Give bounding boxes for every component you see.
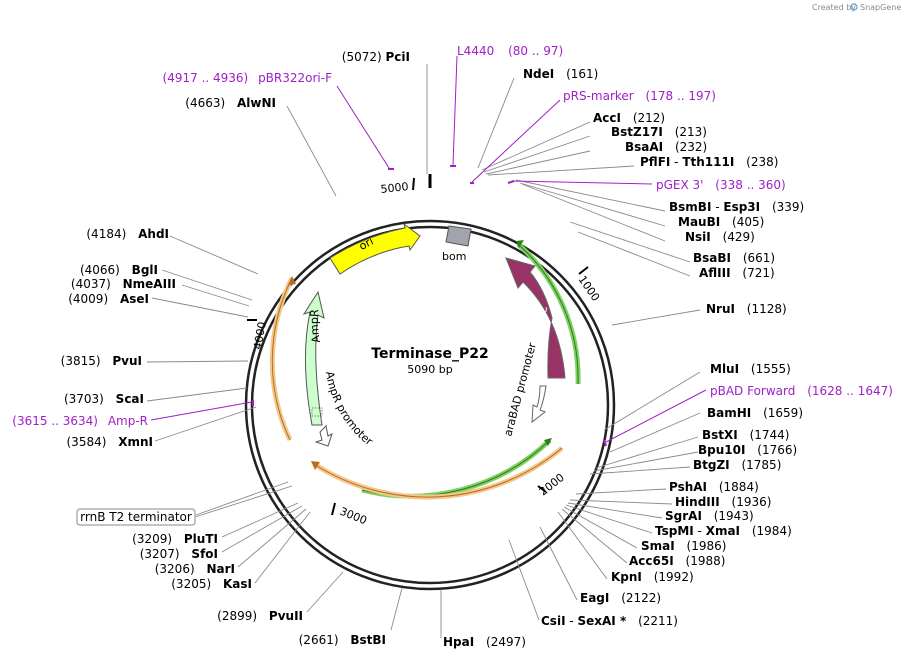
primer-pBR322ori-F[interactable]: (4917 .. 4936) pBR322ori-F (163, 71, 333, 85)
araBAD-promoter-arrow[interactable] (531, 385, 547, 424)
credit-prefix: Created by (812, 3, 856, 12)
site-TspMI-XmaI[interactable]: TspMI - XmaI (1984) (655, 524, 792, 538)
site-BtgZI[interactable]: BtgZI (1785) (693, 458, 781, 472)
primer-Amp-R[interactable]: (3615 .. 3634) Amp-R (12, 414, 148, 428)
bom-label: bom (442, 250, 466, 263)
site-PshAI[interactable]: PshAI (1884) (669, 480, 759, 494)
site-NarI[interactable]: (3206) NarI (155, 562, 235, 576)
site-NruI[interactable]: NruI (1128) (706, 302, 787, 316)
site-NsiI[interactable]: NsiI (429) (685, 230, 755, 244)
site-BamHI[interactable]: BamHI (1659) (707, 406, 803, 420)
rrnB-T2-terminator-label: rrnB T2 terminator (80, 510, 192, 524)
site-PciI[interactable]: (5072) PciI (342, 50, 410, 64)
tick-label-3000: 3000 (338, 505, 369, 528)
orange-arc-bottom-line (313, 447, 563, 498)
rrnB-T2-terminator-callout[interactable]: rrnB T2 terminator (76, 508, 196, 526)
site-AflIII[interactable]: AflIII (721) (699, 266, 775, 280)
primer-pBAD-Forward[interactable]: pBAD Forward (1628 .. 1647) (710, 384, 893, 398)
rrnB-leader (195, 481, 289, 516)
site-NmeAIII[interactable]: (4037) NmeAIII (71, 277, 176, 291)
site-AseI[interactable]: (4009) AseI (68, 292, 149, 306)
site-ScaI[interactable]: (3703) ScaI (64, 392, 144, 406)
site-Acc65I[interactable]: Acc65I (1988) (629, 554, 725, 568)
site-PflFI-Tth111I[interactable]: PflFI - Tth111I (238) (640, 155, 778, 169)
tick-5000 (412, 177, 415, 191)
site-BsaBI[interactable]: BsaBI (661) (693, 251, 775, 265)
primer-leaders (150, 55, 707, 443)
site-PluTI[interactable]: (3209) PluTI (132, 532, 218, 546)
site-EagI[interactable]: EagI (2122) (580, 591, 661, 605)
site-BstXI[interactable]: BstXI (1744) (702, 428, 789, 442)
tick-label-2000: 2000 (537, 471, 567, 498)
site-SfoI[interactable]: (3207) SfoI (140, 547, 218, 561)
AmpR-feature-arrow[interactable] (302, 290, 325, 426)
araC-label: araC (532, 304, 550, 332)
site-SmaI[interactable]: SmaI (1986) (641, 539, 726, 553)
tick-label-4000: 4000 (251, 321, 269, 351)
tick-2000 (537, 485, 547, 493)
site-BstBI[interactable]: (2661) BstBI (299, 633, 386, 647)
site-PvuI[interactable]: (3815) PvuI (61, 354, 142, 368)
ori-label: ori (357, 235, 376, 253)
green-arc-bottom-head (544, 438, 552, 446)
plasmid-length: 5090 bp (407, 363, 452, 376)
site-NdeI[interactable]: NdeI (161) (523, 67, 598, 81)
site-MauBI[interactable]: MauBI (405) (678, 215, 764, 229)
green-arc-right-line (517, 243, 579, 385)
bom-feature[interactable] (445, 225, 472, 247)
snapgene-credit: Created by SnapGene (812, 3, 901, 12)
rrnB-callout-box (76, 508, 196, 526)
site-BstZ17I[interactable]: BstZ17I (213) (611, 125, 707, 139)
primer-pGEX[interactable]: pGEX 3' (338 .. 360) (656, 178, 786, 192)
site-HpaI[interactable]: HpaI (2497) (443, 635, 526, 649)
site-AhdI[interactable]: (4184) AhdI (86, 227, 169, 241)
backbone-outer-ring (244, 219, 616, 591)
site-AlwNI[interactable]: (4663) AlwNI (185, 96, 276, 110)
green-arc-right-head (516, 240, 524, 248)
plasmid-name: Terminase_P22 (371, 346, 488, 362)
features: ori bom araC araBAD promoter AmpR Am (252, 165, 607, 500)
site-KpnI[interactable]: KpnI (1992) (611, 570, 694, 584)
AmpR-promoter-arrow[interactable] (314, 424, 333, 447)
ori-feature-arrow[interactable] (329, 222, 421, 275)
AmpR-label: AmpR (308, 309, 323, 344)
pBAD-mark (603, 439, 607, 447)
site-BsmBI-Esp3I[interactable]: BsmBI - Esp3I (339) (669, 200, 804, 214)
site-SgrAI[interactable]: SgrAI (1943) (665, 509, 754, 523)
primer-pRS-marker[interactable]: pRS-marker (178 .. 197) (563, 89, 716, 103)
orange-arc-left-head (288, 276, 296, 285)
backbone (244, 174, 616, 591)
backbone-inner-ring (250, 225, 610, 585)
site-BsaAI[interactable]: BsaAI (232) (625, 140, 707, 154)
tick-3000 (331, 502, 336, 516)
snapgene-logo-icon (850, 3, 858, 11)
site-PvuII[interactable]: (2899) PvuII (217, 609, 303, 623)
site-HindIII[interactable]: HindIII (1936) (675, 495, 771, 509)
tick-label-5000: 5000 (380, 180, 409, 196)
site-Bpu10I[interactable]: Bpu10I (1766) (698, 443, 797, 457)
araC-feature-arrow[interactable] (505, 257, 566, 379)
site-BglI[interactable]: (4066) BglI (80, 263, 158, 277)
orange-arc-left-line (271, 277, 293, 441)
site-XmnI[interactable]: (3584) XmnI (67, 435, 154, 449)
site-CsiI-SexAI[interactable]: CsiI - SexAI * (2211) (541, 614, 678, 628)
green-arc-bottom (361, 438, 552, 499)
green-arc-bottom-line (361, 439, 551, 497)
leader-lines (146, 64, 701, 638)
orange-arc-bottom-head (311, 461, 320, 470)
site-AccI[interactable]: AccI (212) (593, 111, 665, 125)
tick-1000 (578, 266, 589, 275)
site-KasI[interactable]: (3205) KasI (171, 577, 252, 591)
credit-brand: SnapGene (860, 3, 901, 12)
primer-L4440[interactable]: L4440 (80 .. 97) (457, 44, 563, 58)
araBAD-promoter-label: araBAD promoter (501, 341, 539, 438)
site-MluI[interactable]: MluI (1555) (710, 362, 791, 376)
